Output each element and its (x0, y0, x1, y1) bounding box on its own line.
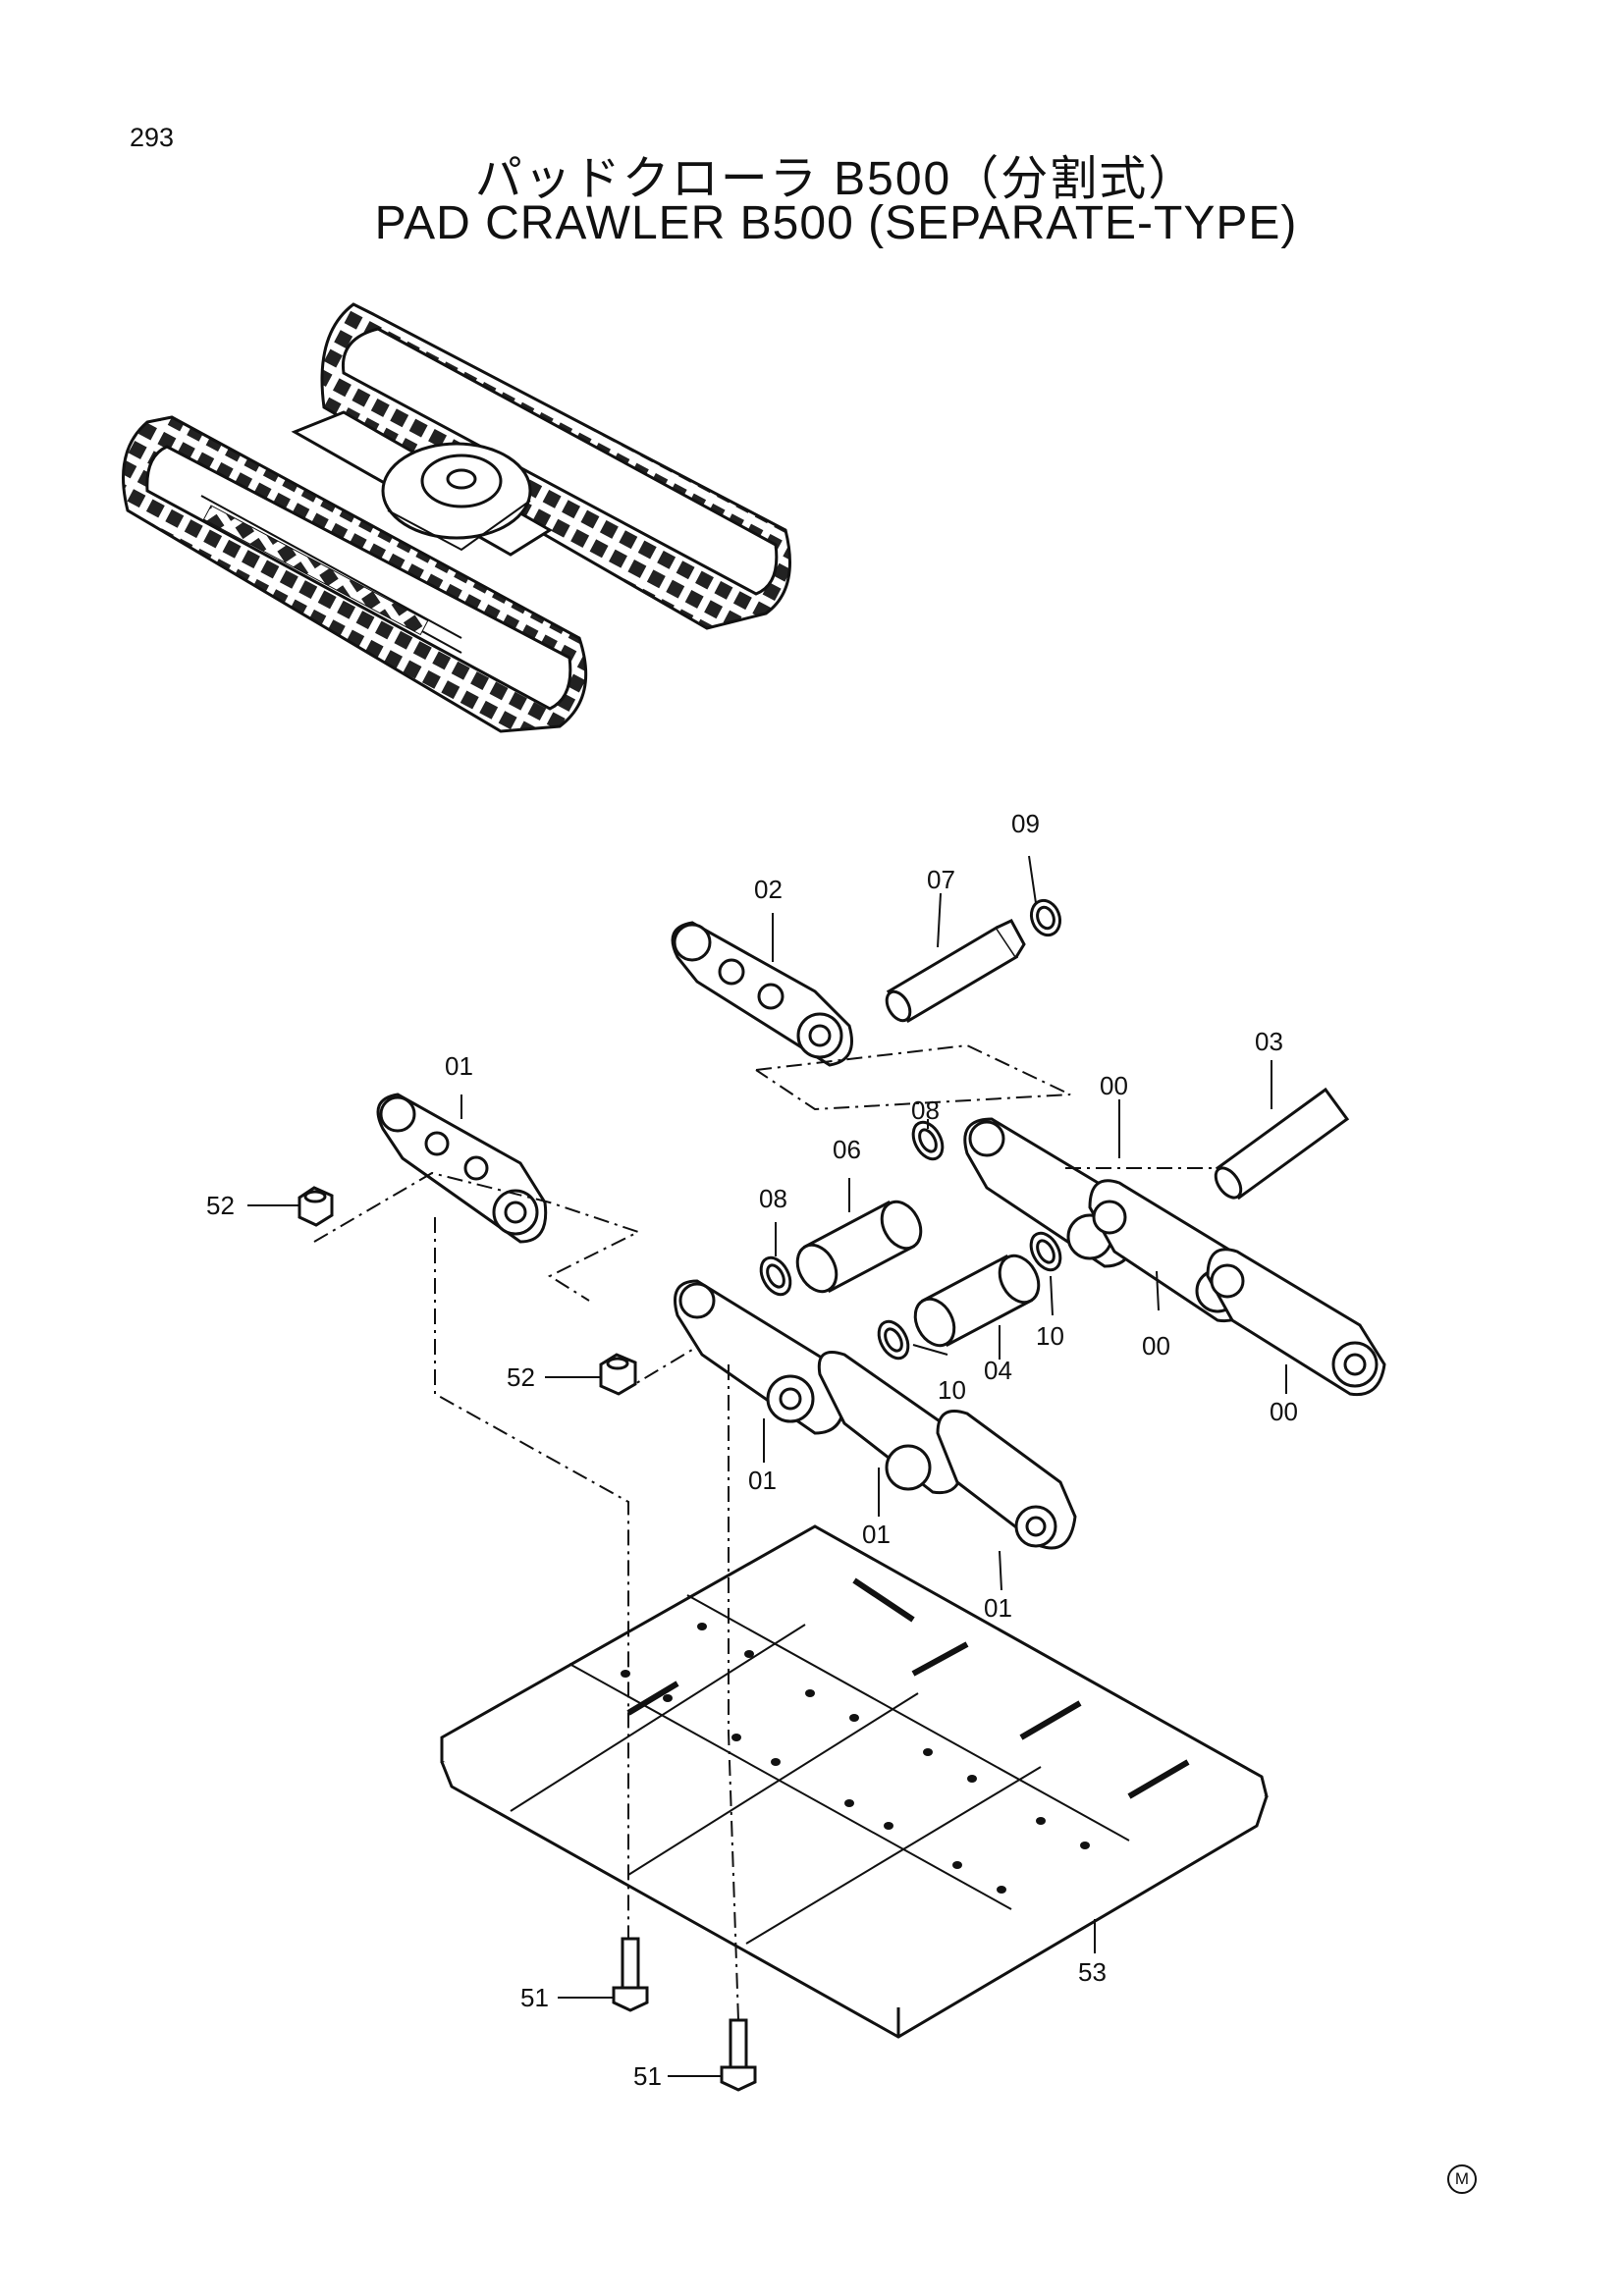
page-number: 293 (130, 123, 175, 152)
undercarriage-overview (122, 302, 791, 733)
seal-10-left (877, 1319, 910, 1361)
callout-labels: 09 02 07 03 01 00 08 06 08 52 52 10 10 0… (206, 809, 1298, 2091)
track-shoe-pads-53 (440, 1524, 1269, 2039)
callout-51-left: 51 (520, 1983, 549, 2012)
pin-03 (1214, 1087, 1350, 1201)
callout-02: 02 (754, 875, 783, 904)
center-frame (291, 410, 553, 557)
seal-10-right (1029, 1231, 1062, 1272)
link-01-left (376, 1093, 548, 1244)
seal-08-lower (759, 1255, 792, 1297)
nut-52-lower (599, 1353, 637, 1396)
bolt-51-center (720, 2018, 757, 2092)
title-english: PAD CRAWLER B500 (SEPARATE-TYPE) (374, 197, 1298, 249)
callout-10-right: 10 (1036, 1321, 1064, 1351)
callout-52-upper: 52 (206, 1191, 235, 1220)
callout-07: 07 (927, 865, 955, 894)
corner-mark: M (1447, 2164, 1477, 2194)
seal-08-upper (911, 1120, 945, 1161)
callout-09: 09 (1011, 809, 1040, 838)
title-japanese: パッドクローラ B500（分割式） (474, 153, 1198, 205)
assembly-lines (313, 1043, 1217, 2021)
callout-leaders (247, 855, 1287, 2077)
callout-01-left: 01 (445, 1051, 473, 1081)
callout-51-center: 51 (633, 2061, 662, 2091)
callout-01-middle: 01 (862, 1520, 891, 1549)
callout-04: 04 (984, 1356, 1012, 1385)
bolt-51-left (612, 1937, 649, 2012)
callout-52-lower: 52 (507, 1362, 535, 1392)
link-chain-01 (674, 1279, 1077, 1550)
callout-01-lower: 01 (984, 1593, 1012, 1623)
callout-10-left: 10 (938, 1375, 966, 1405)
link-chain-00 (963, 1117, 1386, 1397)
rear-crawler-track (320, 302, 791, 630)
ring-09 (1029, 898, 1062, 937)
pin-07 (885, 919, 1026, 1024)
callout-01-upper: 01 (748, 1466, 777, 1495)
callout-53: 53 (1078, 1957, 1107, 1987)
bolt-holes (621, 1623, 1090, 1894)
bushing-04 (913, 1254, 1041, 1348)
callout-06: 06 (833, 1135, 861, 1164)
callout-08-upper: 08 (911, 1095, 940, 1125)
link-02 (671, 921, 853, 1067)
front-crawler-track (122, 415, 588, 733)
callout-00-bottom: 00 (1270, 1397, 1298, 1426)
callout-03: 03 (1255, 1027, 1283, 1056)
bushing-06 (795, 1200, 923, 1294)
callout-00-middle: 00 (1142, 1331, 1170, 1361)
callout-00-top: 00 (1100, 1071, 1128, 1100)
callout-08-lower: 08 (759, 1184, 787, 1213)
nut-52-upper (298, 1186, 334, 1227)
